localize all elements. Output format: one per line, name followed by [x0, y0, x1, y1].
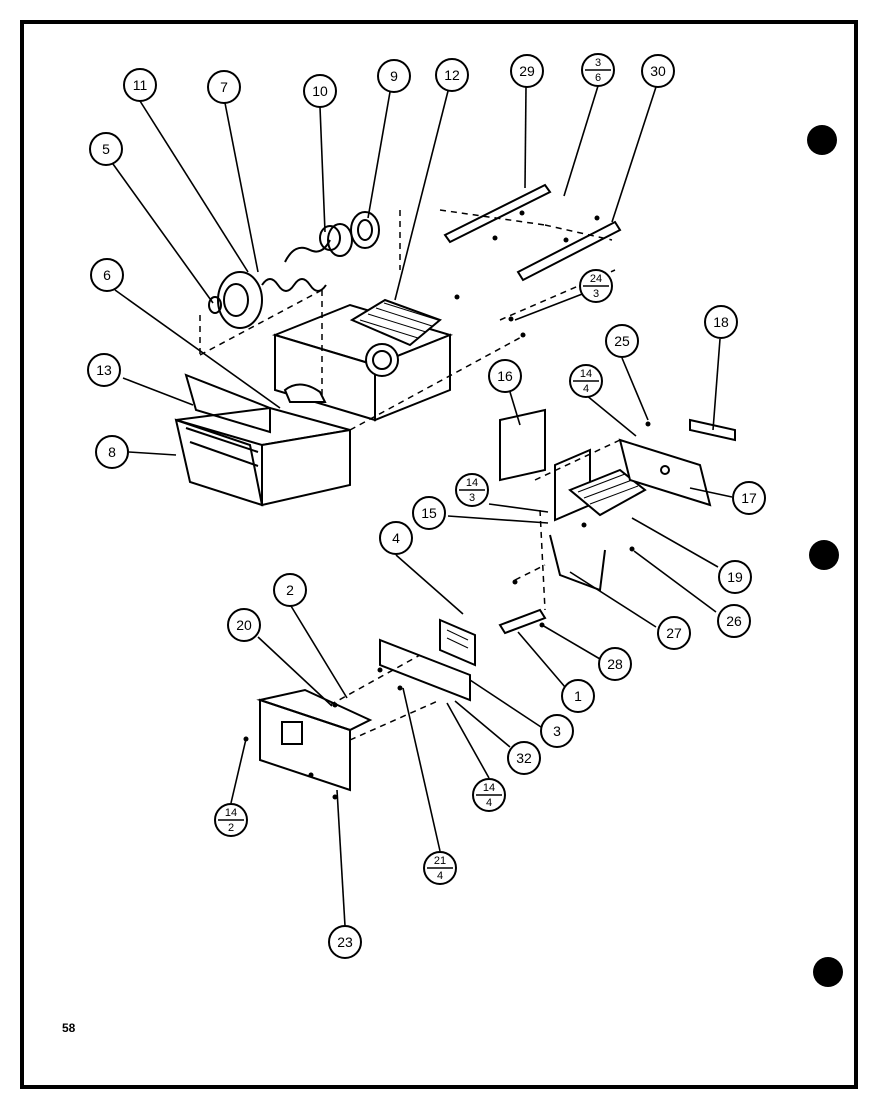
svg-text:12: 12 — [444, 67, 460, 83]
svg-text:19: 19 — [727, 569, 743, 585]
svg-text:13: 13 — [96, 362, 112, 378]
svg-text:4: 4 — [392, 530, 400, 546]
leader-lines — [112, 85, 733, 927]
svg-text:11: 11 — [133, 77, 148, 93]
callout-27: 27 — [657, 616, 691, 650]
fill-tube-27-drawing — [549, 534, 606, 592]
fraction-callout-14-4-lower: 14 4 — [472, 778, 506, 812]
callout-26: 26 — [717, 604, 751, 638]
svg-text:3: 3 — [553, 723, 561, 739]
callout-12: 12 — [435, 58, 469, 92]
callout-13: 13 — [87, 353, 121, 387]
binder-hole — [809, 540, 839, 570]
fraction-callout-14-2: 14 2 — [214, 803, 248, 837]
callout-4: 4 — [379, 521, 413, 555]
svg-text:3: 3 — [469, 492, 475, 504]
svg-text:3: 3 — [593, 288, 599, 300]
svg-text:18: 18 — [713, 314, 729, 330]
page-number: 58 — [62, 1021, 76, 1035]
fraction-callout-3-6: 3 6 — [581, 53, 615, 87]
callout-19: 19 — [718, 560, 752, 594]
binder-hole — [813, 957, 843, 987]
callout-2: 2 — [273, 573, 307, 607]
svg-text:27: 27 — [666, 625, 682, 641]
callout-6: 6 — [90, 258, 124, 292]
bracket-16-drawing — [499, 408, 546, 482]
callout-29: 29 — [510, 54, 544, 88]
callout-10: 10 — [303, 74, 337, 108]
ice-bucket-body-drawing — [271, 298, 454, 422]
callout-8: 8 — [95, 435, 129, 469]
fraction-callout-14-3: 14 3 — [455, 473, 489, 507]
svg-text:15: 15 — [421, 505, 437, 521]
fraction-callout-21-4: 21 4 — [423, 851, 457, 885]
svg-text:23: 23 — [337, 934, 353, 950]
svg-text:5: 5 — [102, 141, 110, 157]
part-18-drawing — [689, 418, 736, 442]
dashed-guide-lines — [199, 209, 621, 741]
svg-text:32: 32 — [516, 750, 532, 766]
svg-text:16: 16 — [497, 368, 513, 384]
svg-text:3: 3 — [595, 57, 601, 69]
svg-text:2: 2 — [286, 582, 294, 598]
svg-text:4: 4 — [583, 383, 589, 395]
svg-text:1: 1 — [574, 688, 582, 704]
callout-25: 25 — [605, 324, 639, 358]
svg-text:29: 29 — [519, 63, 535, 79]
callout-labels: 11 7 10 9 12 29 30 5 6 13 8 16 25 18 17 … — [87, 54, 766, 959]
svg-text:26: 26 — [726, 613, 742, 629]
callout-30: 30 — [641, 54, 675, 88]
auger-assembly-drawing — [208, 211, 380, 329]
svg-text:14: 14 — [483, 782, 495, 794]
fraction-callout-24-3: 24 3 — [579, 269, 613, 303]
svg-text:14: 14 — [580, 368, 592, 380]
callout-16: 16 — [488, 359, 522, 393]
svg-text:8: 8 — [108, 444, 116, 460]
callout-32: 32 — [507, 741, 541, 775]
svg-text:6: 6 — [103, 267, 111, 283]
svg-text:2: 2 — [228, 822, 234, 834]
svg-text:9: 9 — [390, 68, 398, 84]
svg-text:4: 4 — [486, 797, 492, 809]
svg-text:10: 10 — [312, 83, 328, 99]
control-housing-drawing — [256, 618, 476, 792]
part-drawings — [174, 183, 736, 792]
callout-17: 17 — [732, 481, 766, 515]
switch-1-drawing — [498, 608, 547, 635]
ice-bucket-front-drawing — [174, 373, 351, 507]
svg-text:6: 6 — [595, 72, 601, 84]
callout-15: 15 — [412, 496, 446, 530]
callout-18: 18 — [704, 305, 738, 339]
svg-text:28: 28 — [607, 656, 623, 672]
page-border — [20, 20, 858, 1089]
fraction-callouts: 3 6 24 3 14 4 14 3 14 4 — [214, 53, 615, 885]
svg-text:20: 20 — [236, 617, 252, 633]
svg-text:7: 7 — [220, 79, 228, 95]
svg-text:17: 17 — [741, 490, 757, 506]
svg-text:21: 21 — [434, 855, 446, 867]
svg-text:25: 25 — [614, 333, 630, 349]
rails-drawing — [443, 183, 622, 282]
svg-text:30: 30 — [650, 63, 666, 79]
callout-11: 11 — [123, 68, 157, 102]
callout-9: 9 — [377, 59, 411, 93]
fraction-callout-14-4-upper: 14 4 — [569, 364, 603, 398]
ice-maker-drawing — [554, 438, 712, 522]
callout-23: 23 — [328, 925, 362, 959]
svg-text:14: 14 — [466, 477, 478, 489]
callout-7: 7 — [207, 70, 241, 104]
callout-20: 20 — [227, 608, 261, 642]
fasteners — [243, 210, 651, 800]
binder-hole — [807, 125, 837, 155]
callout-28: 28 — [598, 647, 632, 681]
svg-text:4: 4 — [437, 870, 443, 882]
callout-1: 1 — [561, 679, 595, 713]
callout-3: 3 — [540, 714, 574, 748]
svg-text:24: 24 — [590, 273, 602, 285]
svg-text:14: 14 — [225, 807, 237, 819]
callout-5: 5 — [89, 132, 123, 166]
